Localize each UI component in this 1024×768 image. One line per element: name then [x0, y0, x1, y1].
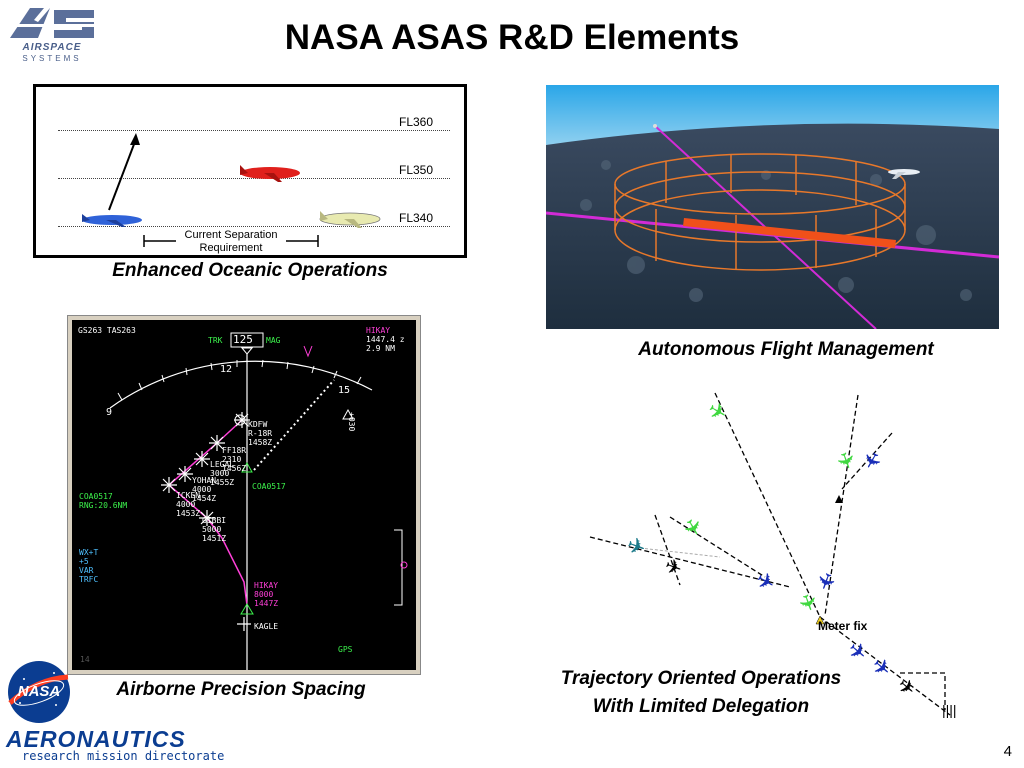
page-number: 4 [1003, 743, 1012, 760]
nasa-text: NASA [17, 683, 61, 700]
nasa-logo: NASA [6, 659, 72, 725]
nasa-meatball-icon [8, 661, 70, 723]
traffic-altitude: +030 [347, 412, 356, 432]
blue-airliner-icon [82, 214, 142, 227]
traffic-above-icon [342, 408, 354, 420]
trk-label: TRK [208, 336, 223, 345]
waypoint-eta: 1447.4 z [366, 335, 405, 344]
fix-hikay: HIKAY 8000 1447Z [254, 581, 279, 608]
heading-readout: 125 [233, 333, 253, 346]
traffic-coa0517-label: COA0517 [252, 482, 286, 491]
airspace-systems-logo: AIRSPACE SYSTEMS [4, 4, 100, 64]
ownship-lead-icon [240, 603, 254, 615]
separation-bracket [143, 235, 319, 247]
fix-gibbi: GIBBI 5000 1451Z [202, 516, 227, 543]
gps-label: GPS [338, 645, 353, 654]
compass-9: 9 [106, 407, 113, 418]
nd-graphics [109, 332, 408, 670]
runway-icon: |||| [942, 702, 957, 718]
fl340-line [58, 226, 450, 227]
cream-airliner-icon [319, 211, 381, 228]
mag-label: MAG [266, 336, 281, 345]
fix-kagle: KAGLE [254, 622, 279, 631]
meter-fix-label: Meter fix [818, 619, 868, 633]
afm-caption: Autonomous Flight Management [638, 339, 934, 360]
oceanic-diagram: FL360 FL350 FL340 Cur [33, 84, 467, 258]
gs-tas-readout: GS263 TAS263 [78, 326, 136, 335]
compass-arc [109, 360, 373, 409]
as-logo-icon [4, 4, 100, 42]
range-bracket [394, 529, 403, 606]
distant-aircraft-icon [888, 169, 920, 179]
direction-arrow-icon [835, 495, 843, 503]
heading-box [230, 332, 264, 348]
too-caption-line1: Trajectory Oriented Operations [560, 668, 842, 689]
fl350-line [58, 178, 450, 179]
navigation-display: GS263 TAS263 TRK 125 MAG HIKAY 1447.4 z … [72, 320, 416, 670]
traffic-path [253, 379, 335, 471]
afm-scene [545, 85, 1000, 330]
too-graphics [589, 392, 951, 716]
climb-arrow [108, 138, 137, 211]
conflict-bar [683, 218, 896, 248]
climb-arrowhead-icon [130, 133, 140, 145]
fl340-label: FL340 [399, 211, 434, 225]
active-waypoint: HIKAY [366, 326, 391, 335]
fl350-label: FL350 [399, 163, 434, 177]
afm-image [545, 85, 1000, 330]
waypoint-icons [161, 412, 251, 631]
aeronautics-wordmark: AERONAUTICS [6, 726, 186, 752]
wx-traffic-panel: WX+T +5 VAR TRFC [79, 548, 99, 584]
compass-12: 12 [220, 364, 233, 375]
traffic-coa0517-icon [241, 461, 253, 473]
page-title: NASA ASAS R&D Elements [284, 18, 740, 57]
fl360-label: FL360 [399, 115, 434, 129]
range-readout: 14 [80, 655, 90, 664]
fix-ff18r: FF18R 2310 1456Z [222, 446, 247, 473]
red-airliner-icon [240, 165, 300, 182]
ownship-icon [653, 124, 657, 128]
fix-yohan: YOHAN 4000 1454Z [192, 476, 217, 503]
airport-icon [234, 414, 246, 426]
oceanic-graphics [82, 133, 381, 247]
range-marker-icon [400, 561, 408, 569]
fl360-line [58, 130, 450, 131]
separation-label: Current Separation Requirement [184, 229, 278, 254]
fix-icken: ICKEN 4000 1453Z [176, 491, 201, 518]
meter-fix-icon [815, 615, 825, 625]
heading-bug-icon [303, 345, 313, 358]
oceanic-caption: Enhanced Oceanic Operations [112, 260, 388, 281]
too-caption-line2: With Limited Delegation [592, 696, 810, 717]
waypoint-distance: 2.9 NM [366, 344, 395, 353]
too-diagram: ✈ ✈ ✈ ✈ ✈ ✈ ✈ ✈ ✈ ✈ ✈ ✈ |||| [580, 385, 980, 725]
fix-legal: LEGAL 3000 1455Z [210, 460, 235, 487]
logo-text: AIRSPACE [22, 42, 82, 53]
lead-aircraft-info: COA0517 RNG:20.6NM [79, 492, 128, 510]
directorate-text: research mission directorate [22, 749, 225, 763]
compass-15: 15 [338, 385, 351, 396]
logo-subtext: SYSTEMS [22, 54, 82, 63]
fix-kdfw: KDFW R-18R 1458Z [248, 420, 273, 447]
navigation-display-frame: GS263 TAS263 TRK 125 MAG HIKAY 1447.4 z … [67, 315, 421, 675]
aps-caption: Airborne Precision Spacing [116, 679, 366, 700]
conflict-cylinder [614, 153, 906, 271]
